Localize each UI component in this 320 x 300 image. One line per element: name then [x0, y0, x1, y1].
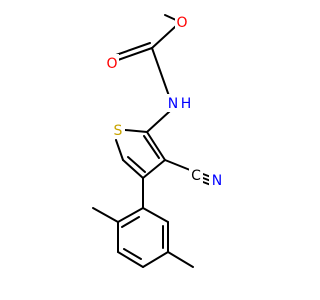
bond-ar1-ar2 — [117, 207, 144, 223]
atom-h-amide-label: H — [181, 96, 192, 112]
atom-c-nitrile: C — [189, 166, 203, 184]
atom-n-amide: N H — [166, 94, 192, 112]
bond-c3-cnitrile — [164, 159, 191, 171]
atom-o-ether-label: O — [176, 15, 187, 31]
bond-c-o-double-b — [115, 42, 151, 56]
bond-c3-c2-b — [143, 135, 160, 159]
atom-n-nitrile: N — [209, 171, 225, 189]
bond-c5-c4-b — [127, 156, 146, 173]
bond-o-ccarbonyl — [151, 25, 177, 49]
bonds-layer — [92, 14, 212, 268]
molecule-diagram: O O N H S C N — [92, 13, 225, 268]
bond-ar3-ar4 — [117, 251, 144, 268]
atom-o-ether: O — [175, 13, 189, 31]
atom-c-nitrile-label: C — [191, 168, 201, 184]
structure-canvas: O O N H S C N — [92, 13, 225, 268]
bond-ar6-ar1 — [142, 207, 169, 223]
bond-methyl-o — [164, 14, 177, 21]
bond-methyl-meta — [167, 251, 194, 268]
atom-o-carbonyl: O — [105, 54, 119, 72]
atom-s-ring: S — [111, 121, 125, 139]
bond-ar4-ar5 — [142, 251, 169, 268]
bond-c3-c2-a — [146, 131, 166, 161]
bond-ar-inner-1 — [121, 216, 140, 228]
atom-o-carbonyl-label: O — [106, 56, 117, 72]
bond-c2-s — [124, 129, 148, 133]
atom-n-amide-label: N — [168, 96, 178, 112]
bond-c4-c3 — [142, 159, 166, 179]
bond-n-c2 — [146, 110, 171, 133]
bond-c5-c4-a — [122, 159, 144, 179]
atom-s-ring-label: S — [114, 123, 123, 139]
bond-methyl-ortho — [92, 207, 119, 223]
atom-n-nitrile-label: N — [212, 173, 222, 189]
bond-s-c5 — [115, 139, 124, 161]
atom-labels-layer: O O N H S C N — [105, 13, 225, 189]
bond-c-o-double-a — [117, 47, 153, 61]
bond-ar-inner-2 — [123, 248, 142, 260]
bond-c-n — [151, 47, 170, 97]
